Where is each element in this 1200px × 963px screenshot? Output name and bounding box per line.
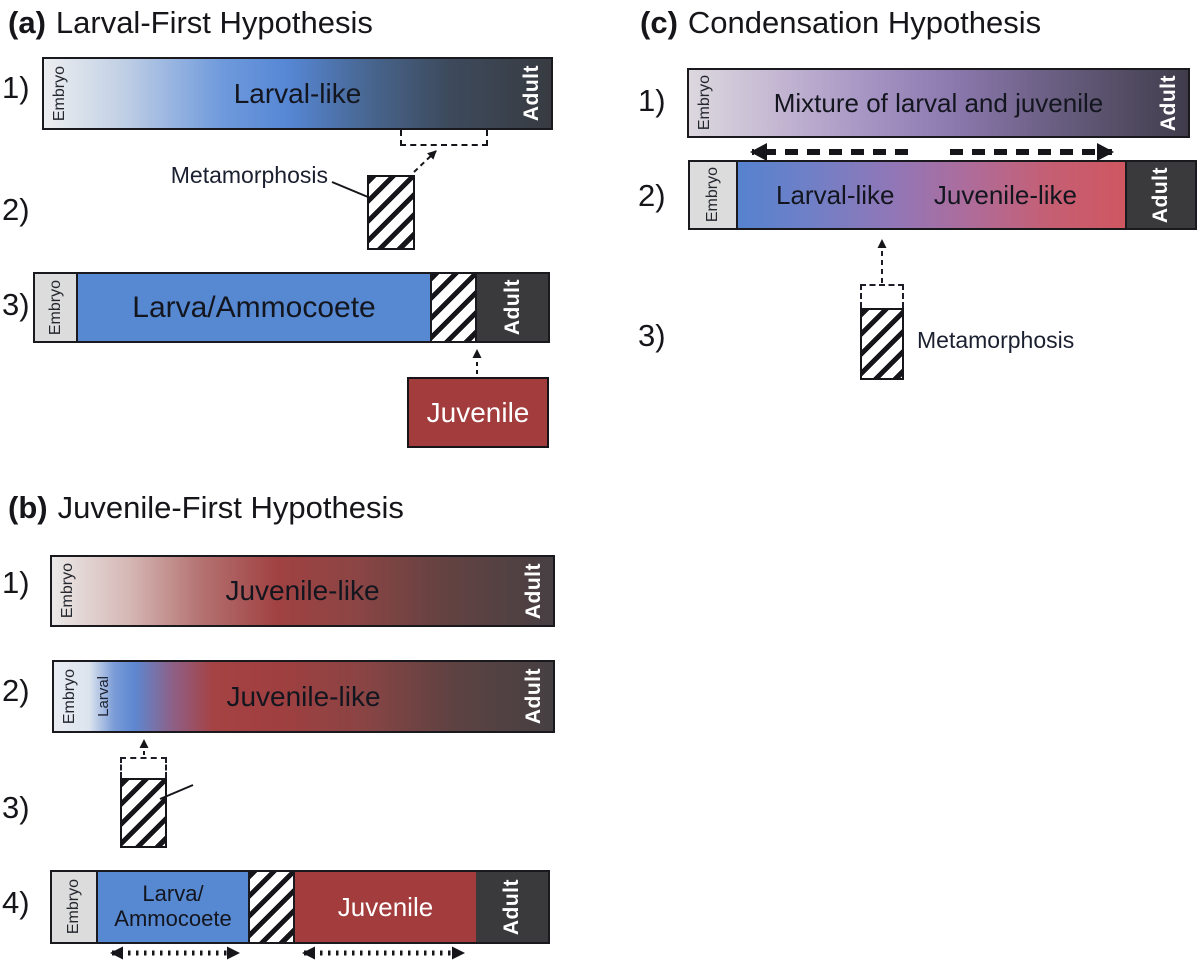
- panel-b-bar2-larval-band-gradient: Juvenile-like Embryo Larval Adult: [52, 660, 555, 733]
- panel-b-bar1-juvenile-gradient: Juvenile-like Embryo Adult: [50, 555, 555, 627]
- panel-b-bar4-embryo-label: Embryo: [65, 879, 82, 935]
- panel-c-bar2-embryo-segment: Embryo: [690, 162, 738, 228]
- panel-a-metamorphosis-bracket: [400, 130, 488, 146]
- panel-c-bar2-gradient-segment: Larval-like Juvenile-like: [738, 162, 1125, 228]
- panel-c-bar2-juvenile-label: Juvenile-like: [933, 179, 1077, 210]
- panel-c-metamorphosis-dashed-extension: [860, 284, 904, 308]
- panel-a-bar1-embryo-label: Embryo: [51, 65, 68, 122]
- panel-a-letter: (a): [8, 5, 46, 40]
- panel-c-bar1-adult-label: Adult: [1157, 74, 1180, 132]
- panel-c-bar2-adult-label: Adult: [1149, 166, 1172, 224]
- panel-b-bar1-adult-label: Adult: [522, 562, 545, 620]
- panel-b-bar4-larva-line2: Ammocoete: [114, 906, 232, 931]
- panel-a-metamorphosis-pointer-line: [331, 181, 369, 198]
- panel-c-bar2-adult-segment: Adult: [1125, 162, 1195, 228]
- panel-b-title-text: Juvenile-First Hypothesis: [57, 490, 404, 525]
- panel-a-metamorphosis-arrow: [413, 150, 437, 173]
- panel-b-bar2-larval-label: Larval: [95, 676, 112, 717]
- panel-b-metamorphosis-dashed-extension: [120, 757, 167, 778]
- panel-b-bar4-juvenile-segment: Juvenile: [295, 872, 476, 942]
- panel-b-row4-number: 4): [2, 885, 30, 920]
- panel-a-bar3-embryo-segment: Embryo: [35, 274, 78, 341]
- panel-c-bar1-embryo-label: Embryo: [696, 75, 713, 131]
- panel-a-bar3-adult-segment: Adult: [477, 274, 548, 341]
- panel-a-bar3-adult-label: Adult: [500, 279, 524, 336]
- panel-c-bar2-segmented: Embryo Larval-like Juvenile-like Adult: [688, 160, 1197, 230]
- panel-a-metamorphosis-label: Metamorphosis: [170, 162, 328, 188]
- panel-b-bar4-adult-label: Adult: [500, 878, 523, 936]
- panel-b-row3-number: 3): [2, 790, 30, 825]
- panel-c-row3-number: 3): [638, 318, 666, 353]
- panel-a-bar1-larval-gradient: Larval-like Embryo Adult: [42, 57, 553, 130]
- panel-a-title: (a) Larval-First Hypothesis: [8, 5, 373, 41]
- panel-b-bar4-adult-segment: Adult: [476, 872, 548, 942]
- panel-a-bar3-segmented: Embryo Larva/Ammocoete Adult: [33, 272, 550, 343]
- panel-c-row2-number: 2): [638, 178, 666, 213]
- panel-c-row1-number: 1): [638, 83, 666, 118]
- panel-b-bar4-hatch-segment: [248, 872, 295, 942]
- panel-c-title: (c) Condensation Hypothesis: [640, 5, 1041, 41]
- panel-a-bar1-adult-label: Adult: [520, 65, 543, 122]
- panel-c-metamorphosis-hatch-block: [860, 308, 904, 380]
- panel-b-bar1-label: Juvenile-like: [225, 575, 380, 606]
- panel-b-title: (b) Juvenile-First Hypothesis: [8, 490, 404, 526]
- panel-a-juvenile-box: Juvenile: [407, 377, 549, 448]
- panel-a-title-text: Larval-First Hypothesis: [55, 5, 373, 40]
- panel-b-bar4-embryo-segment: Embryo: [52, 872, 98, 942]
- panel-c-letter: (c): [640, 5, 678, 40]
- panel-b-metamorphosis-hatch-block: [120, 778, 167, 848]
- panel-b-bar2-adult-label: Adult: [522, 668, 545, 725]
- panel-b-bar2-label: Juvenile-like: [226, 680, 381, 712]
- panel-c-title-text: Condensation Hypothesis: [687, 5, 1042, 40]
- panel-a-bar3-larva-segment: Larva/Ammocoete: [78, 274, 430, 341]
- panel-c-bar2-embryo-label: Embryo: [704, 167, 721, 223]
- panel-a-bar1-label: Larval-like: [233, 77, 362, 109]
- panel-c-bar1-label: Mixture of larval and juvenile: [773, 87, 1104, 118]
- panel-c-bar2-larval-label: Larval-like: [776, 179, 895, 210]
- panel-a-row3-number: 3): [2, 287, 30, 322]
- panel-a-row1-number: 1): [2, 70, 30, 105]
- panel-c-bar1-mixture-gradient: Mixture of larval and juvenile Embryo Ad…: [687, 68, 1190, 138]
- panel-b-bar1-embryo-label: Embryo: [59, 563, 76, 619]
- panel-b-row1-number: 1): [2, 565, 30, 600]
- panel-b-bar4-larva-line1: Larva/: [142, 881, 204, 907]
- panel-b-letter: (b): [8, 490, 48, 525]
- panel-a-bar3-hatch-segment: [430, 274, 477, 341]
- panel-c-metamorphosis-label: Metamorphosis: [917, 327, 1075, 353]
- panel-b-bar2-embryo-label: Embryo: [61, 668, 78, 725]
- panel-a-row2-number: 2): [2, 192, 30, 227]
- panel-b-bar4-larva-segment: Larva/Ammocoete: [98, 872, 248, 942]
- panel-b-bar4-segmented: Embryo Larva/Ammocoete Juvenile Adult: [50, 870, 550, 944]
- panel-a-metamorphosis-hatch-block: [367, 175, 415, 250]
- panel-b-row2-number: 2): [2, 673, 30, 708]
- panel-a-bar3-embryo-label: Embryo: [46, 279, 64, 336]
